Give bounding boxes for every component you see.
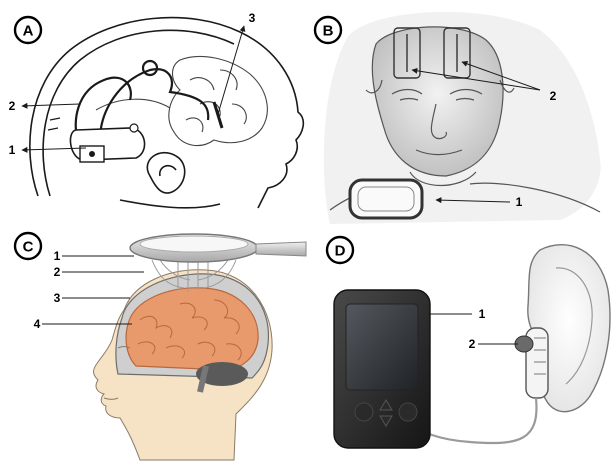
panel-d-label-1: 1	[479, 307, 486, 321]
panel-a-letter-badge: A	[15, 17, 41, 43]
panel-a-letter: A	[23, 23, 34, 40]
panel-b-letter-badge: B	[315, 17, 341, 43]
panel-c-label-4: 4	[34, 317, 41, 331]
panel-a-head-outline	[30, 18, 303, 208]
panel-d: D 1 2	[327, 237, 610, 448]
panel-a-stimulator	[48, 118, 145, 162]
panel-a-label-3: 3	[249, 11, 256, 25]
panel-d-letter: D	[335, 243, 346, 260]
panel-d-handheld-device	[334, 290, 430, 448]
panel-d-letter-badge: D	[327, 237, 353, 263]
panel-c-label-3: 3	[54, 291, 61, 305]
panel-c: C 1 2 3 4	[15, 233, 306, 460]
panel-b-pulse-generator	[350, 180, 422, 218]
panel-b-letter: B	[323, 23, 334, 40]
panel-d-ear-clip	[515, 328, 548, 398]
panel-b-label-2: 2	[550, 89, 557, 103]
panel-b: B 2 1	[315, 12, 601, 224]
panel-a: A 1 2 3	[9, 11, 304, 208]
panel-c-letter: C	[23, 239, 34, 256]
panel-c-label-2: 2	[54, 265, 61, 279]
panel-c-letter-badge: C	[15, 233, 41, 259]
panel-b-label-1: 1	[516, 195, 523, 209]
panel-a-label-2: 2	[9, 99, 16, 113]
panel-a-label-1: 1	[9, 143, 16, 157]
panel-c-label-1: 1	[54, 249, 61, 263]
panel-c-coil	[130, 234, 306, 262]
panel-d-label-2: 2	[469, 337, 476, 351]
